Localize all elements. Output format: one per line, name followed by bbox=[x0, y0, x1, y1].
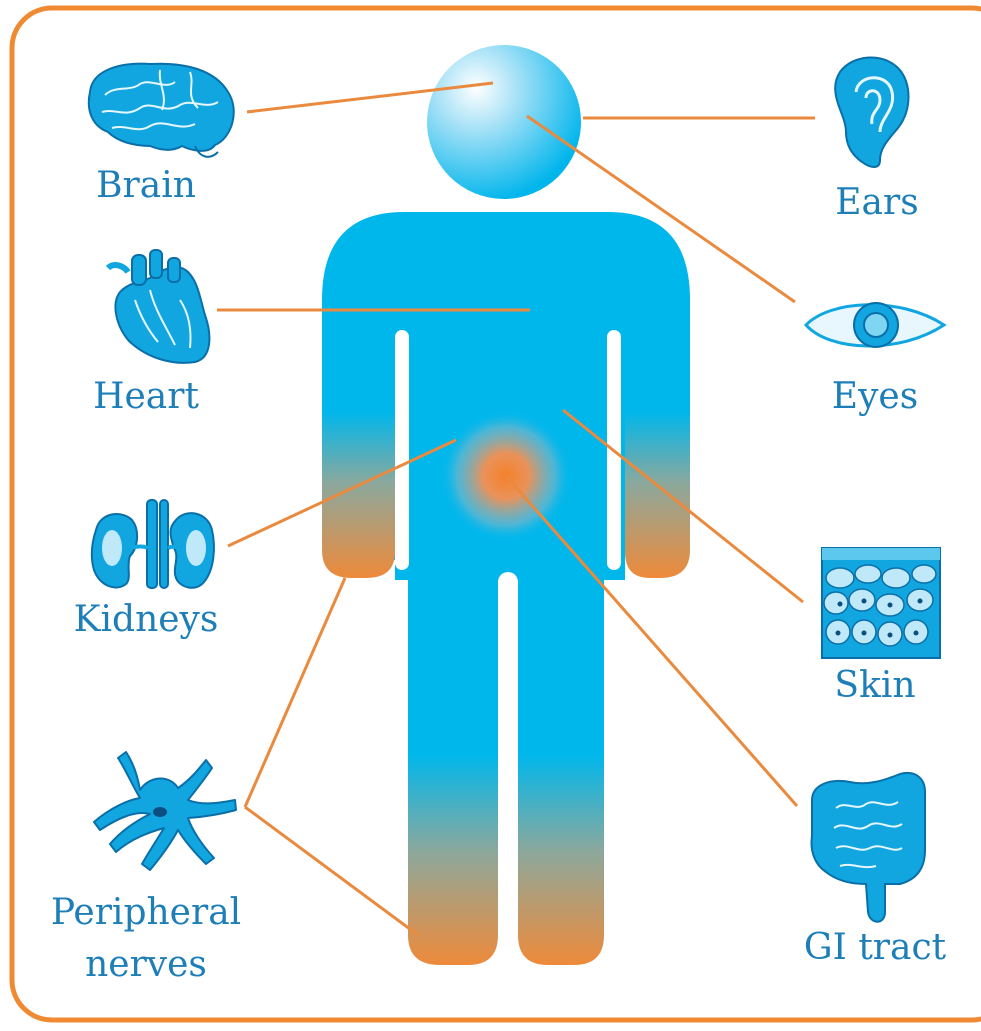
nerves-label-line2: nerves bbox=[36, 945, 256, 985]
kidneys-label: Kidneys bbox=[60, 600, 232, 640]
gi-tract-label: GI tract bbox=[790, 928, 960, 968]
eyes-label: Eyes bbox=[810, 377, 940, 417]
heart-label: Heart bbox=[76, 377, 216, 417]
left-arm-gap bbox=[395, 330, 409, 570]
skin-cells-icon bbox=[822, 548, 940, 658]
figure-right-arm bbox=[625, 290, 690, 578]
nerves-label-line1: Peripheral bbox=[36, 893, 256, 933]
figure-left-arm bbox=[322, 290, 395, 578]
ears-label: Ears bbox=[812, 183, 942, 223]
figure-head bbox=[427, 45, 581, 199]
leg-gap bbox=[498, 572, 518, 972]
figure-left-leg bbox=[408, 560, 498, 965]
brain-label: Brain bbox=[76, 166, 216, 206]
figure-right-leg bbox=[518, 560, 604, 965]
skin-label: Skin bbox=[810, 666, 940, 706]
